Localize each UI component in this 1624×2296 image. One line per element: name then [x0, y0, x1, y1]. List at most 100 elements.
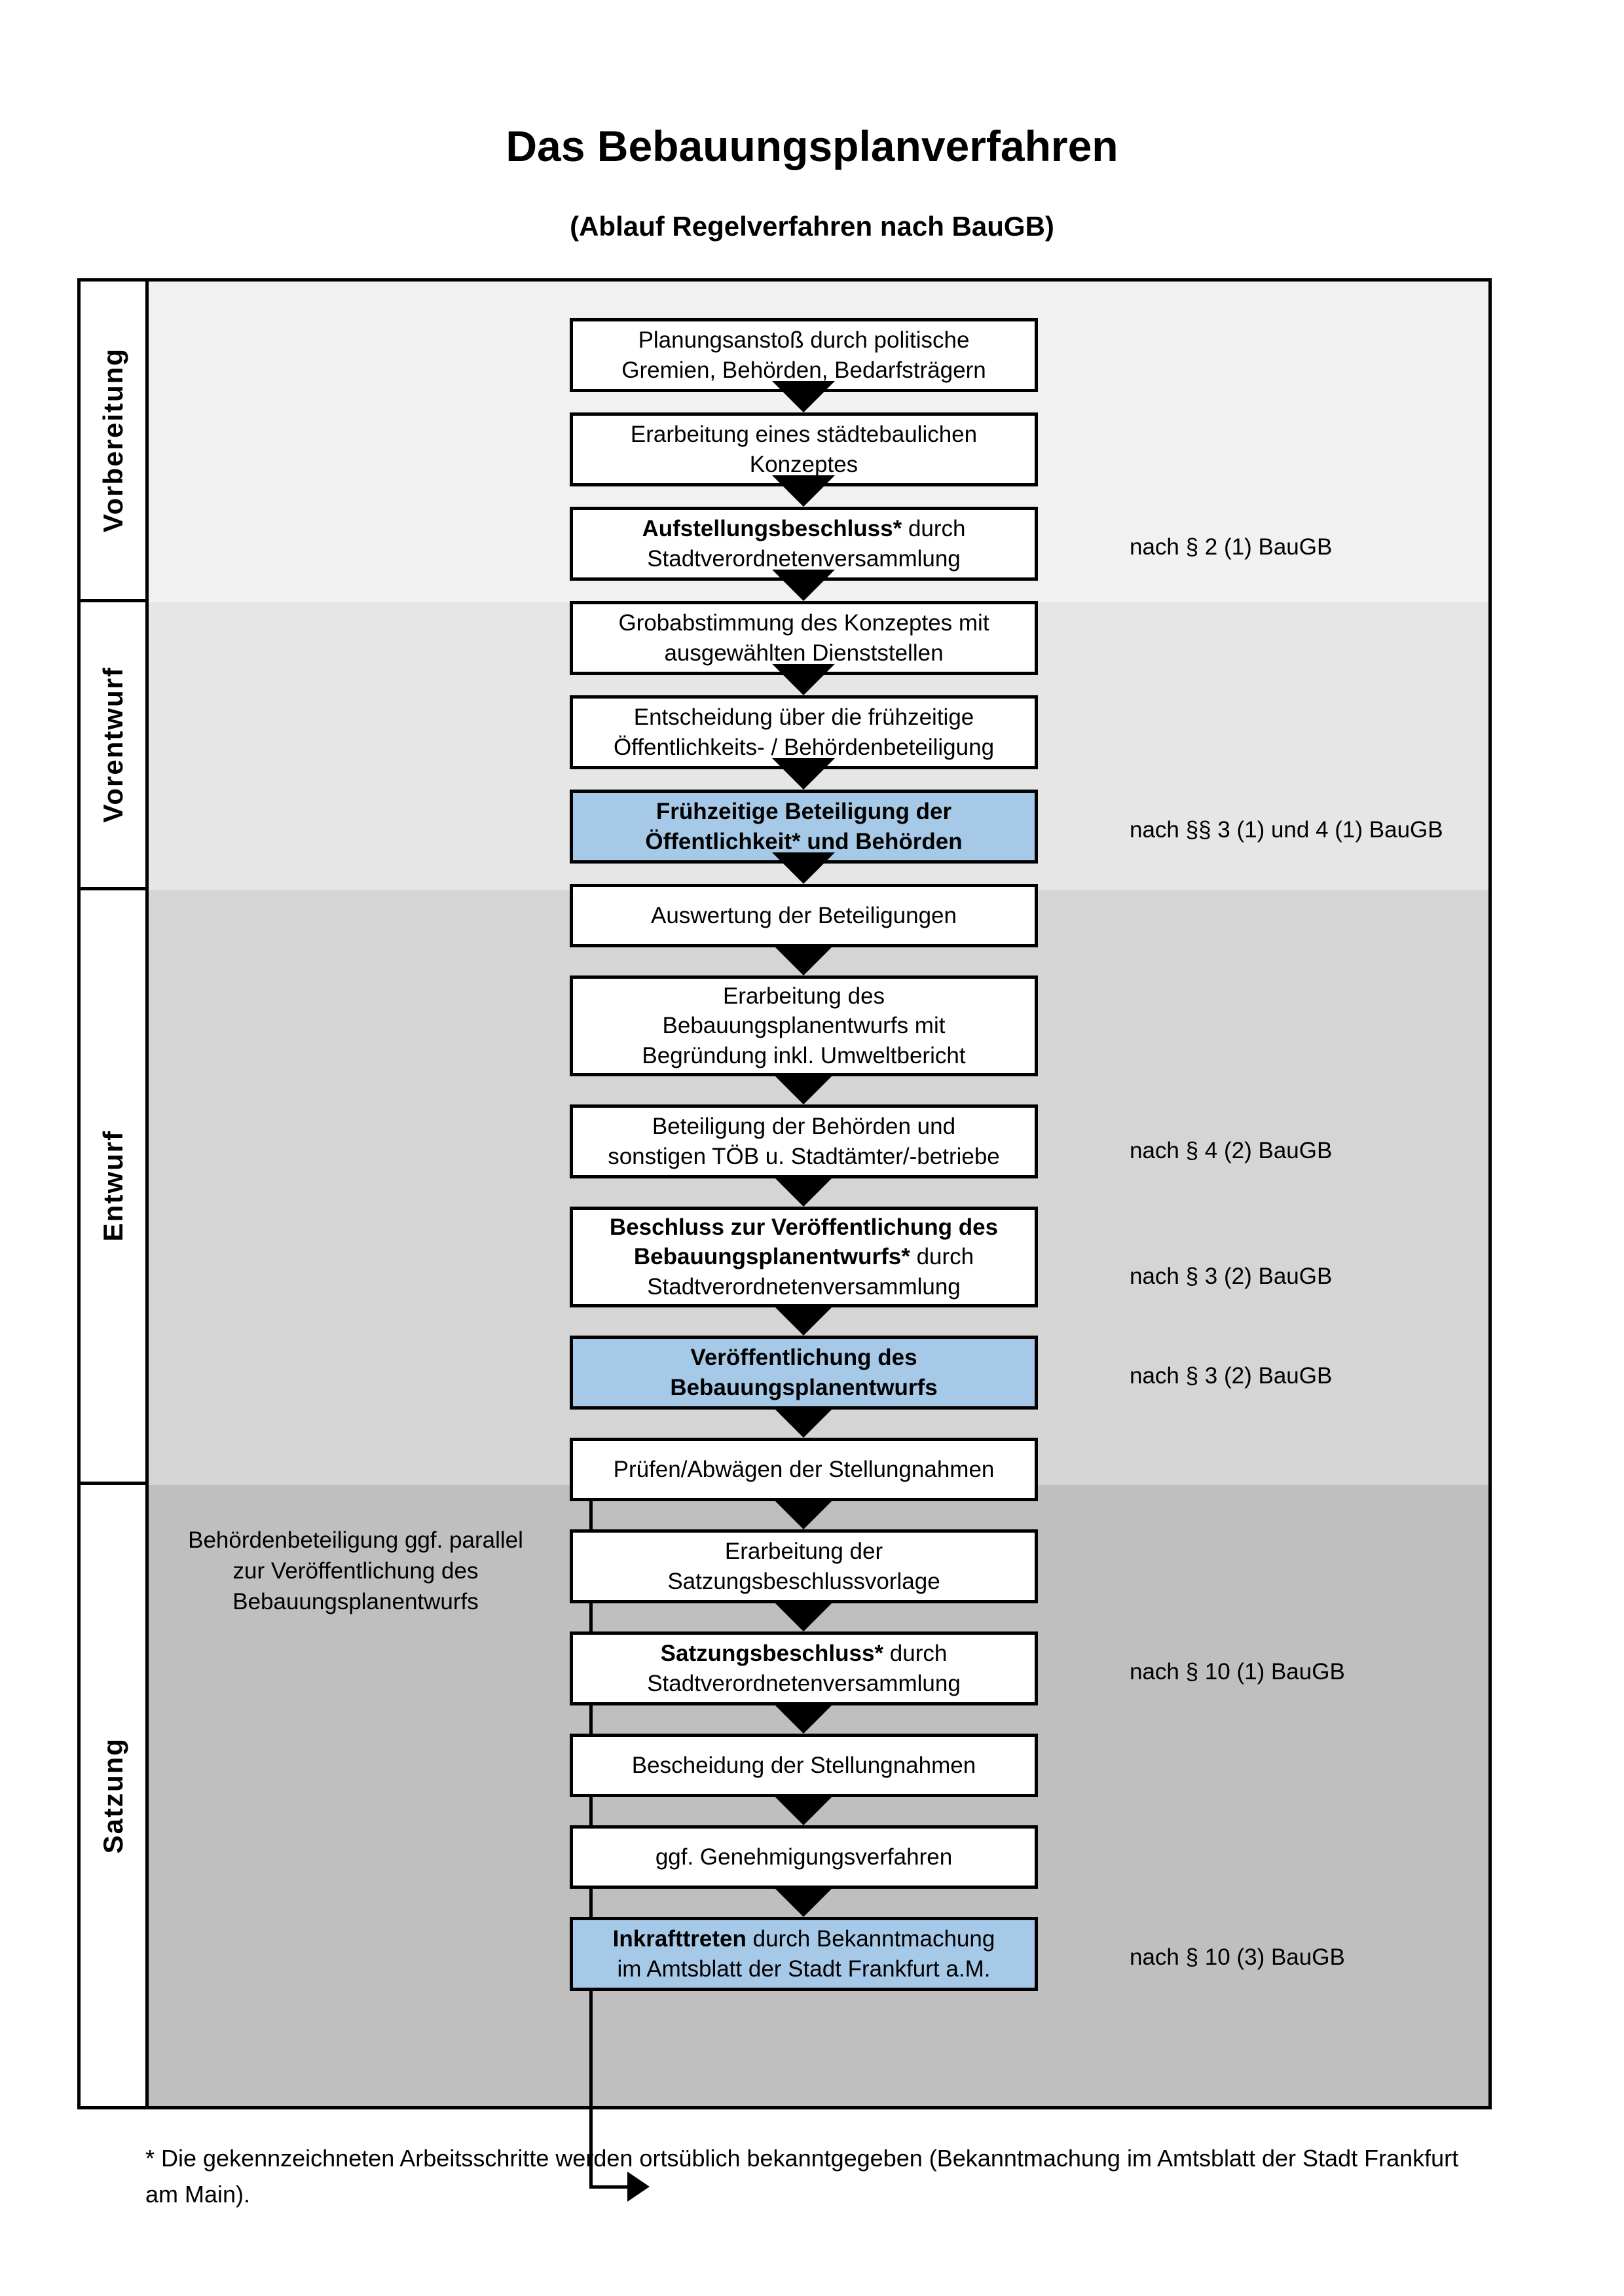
stage-cell-entwurf: Entwurf	[81, 890, 145, 1485]
stage-label-column: Vorbereitung Vorentwurf Entwurf Satzung	[81, 282, 149, 2106]
node-beteiligung-behoerden-line-1: Beteiligung der Behörden und	[652, 1114, 956, 1139]
arrow-down-icon-11	[772, 1406, 835, 1438]
node-bescheidung[interactable]: Bescheidung der Stellungnahmen	[570, 1734, 1038, 1797]
node-beschluss-rest-2: durch	[910, 1244, 974, 1270]
side-note-line-1: Behördenbeteiligung	[188, 1527, 399, 1553]
law-ref-par10-1: nach § 10 (1) BauGB	[1130, 1659, 1345, 1685]
node-satzungsbeschluss-line-2: Stadtverordnetenversammlung	[647, 1670, 961, 1696]
node-fruehzeitige-bold-2: Öffentlichkeit* und Behörden	[645, 828, 963, 854]
node-erarbeitung-entwurf[interactable]: Erarbeitung des Bebauungsplanentwurfs mi…	[570, 975, 1038, 1076]
node-satzungsvorlage-line-1: Erarbeitung der	[724, 1539, 883, 1564]
node-inkrafttreten-bold: Inkrafttreten	[612, 1926, 747, 1952]
node-auswertung-line-1: Auswertung der Beteiligungen	[651, 902, 957, 928]
node-aufstellungsbeschluss-bold: Aufstellungsbeschluss*	[642, 516, 902, 541]
node-bescheidung-line-1: Bescheidung der Stellungnahmen	[631, 1752, 976, 1778]
law-ref-par3-1-4-1: nach §§ 3 (1) und 4 (1) BauGB	[1130, 817, 1443, 843]
node-pruefen-line-1: Prüfen/Abwägen der Stellungnahmen	[613, 1456, 995, 1482]
law-ref-par2: nach § 2 (1) BauGB	[1130, 534, 1333, 560]
law-ref-par3-2-b: nach § 3 (2) BauGB	[1130, 1363, 1333, 1389]
flowchart-frame: Vorbereitung Vorentwurf Entwurf Satzung …	[77, 278, 1492, 2202]
side-note-line-3: Veröffentlichung des	[270, 1558, 479, 1584]
stage-label-vorbereitung: Vorbereitung	[97, 348, 128, 533]
arrow-down-icon-9	[772, 1175, 835, 1207]
law-ref-par4-2: nach § 4 (2) BauGB	[1130, 1138, 1333, 1163]
node-satzungsbeschluss-rest: durch	[883, 1641, 948, 1666]
node-satzungsbeschluss-bold: Satzungsbeschluss*	[660, 1641, 884, 1666]
node-genehmigungsverfahren[interactable]: ggf. Genehmigungsverfahren	[570, 1825, 1038, 1889]
arrow-down-icon-6	[772, 852, 835, 884]
node-satzungsvorlage-line-2: Satzungsbeschlussvorlage	[667, 1568, 940, 1594]
arrow-down-icon-10	[772, 1304, 835, 1336]
arrow-down-icon-7	[772, 944, 835, 975]
side-note-line-4: Bebauungsplanentwurfs	[232, 1588, 479, 1614]
page-title: Das Bebauungsplanverfahren	[506, 122, 1118, 170]
stage-cell-vorbereitung: Vorbereitung	[81, 282, 145, 602]
arrow-down-icon-5	[772, 758, 835, 790]
node-fruehzeitige-bold-1: Frühzeitige Beteiligung der	[655, 799, 952, 824]
arrow-down-icon-2	[772, 475, 835, 507]
node-beteiligung-behoerden-line-2: sonstigen TÖB u. Stadtämter/-betriebe	[608, 1143, 1000, 1169]
law-ref-par3-2-a: nach § 3 (2) BauGB	[1130, 1264, 1333, 1289]
node-genehmigung-line-1: ggf. Genehmigungsverfahren	[655, 1844, 953, 1870]
node-beschluss-veroeffentlichung[interactable]: Beschluss zur Veröffentlichung des Bebau…	[570, 1207, 1038, 1307]
node-fruehzeitige-beteiligung[interactable]: Frühzeitige Beteiligung der Öffentlichke…	[570, 790, 1038, 864]
node-aufstellungsbeschluss-line-2: Stadtverordnetenversammlung	[647, 545, 961, 572]
arrow-down-icon-16	[772, 1886, 835, 1917]
stage-label-satzung: Satzung	[97, 1737, 128, 1854]
node-satzungsbeschlussvorlage[interactable]: Erarbeitung der Satzungsbeschlussvorlage	[570, 1529, 1038, 1603]
parallel-connector-arrowhead-icon	[627, 2172, 650, 2202]
arrow-down-icon-3	[772, 570, 835, 601]
arrow-down-icon-13	[772, 1600, 835, 1631]
node-grobabstimmung-line-1: Grobabstimmung des Konzeptes mit	[618, 610, 989, 636]
parallel-connector-vertical-segment	[589, 1448, 593, 2189]
arrow-down-icon-14	[772, 1702, 835, 1734]
arrow-down-icon-15	[772, 1794, 835, 1825]
node-konzept-line-2: Konzeptes	[749, 451, 858, 477]
side-note-line-2: ggf. parallel zur	[232, 1527, 523, 1584]
node-beteiligung-behoerden[interactable]: Beteiligung der Behörden und sonstigen T…	[570, 1104, 1038, 1178]
node-inkrafttreten-line-2: im Amtsblatt der Stadt Frankfurt a.M.	[617, 1956, 991, 1982]
node-fruehzeitige-line-2: Öffentlichkeit* und Behörden	[645, 827, 962, 857]
node-entscheidung-line-1: Entscheidung über die frühzeitige	[633, 704, 974, 730]
page-subtitle: (Ablauf Regelverfahren nach BauGB)	[570, 211, 1054, 242]
node-aufstellungsbeschluss[interactable]: Aufstellungsbeschluss* durch Stadtverord…	[570, 507, 1038, 581]
node-beschluss-line-3: Stadtverordnetenversammlung	[647, 1273, 961, 1300]
node-satzungsbeschluss-line-1: Satzungsbeschluss* durch	[647, 1639, 961, 1669]
arrow-down-icon-8	[772, 1073, 835, 1104]
stage-label-vorentwurf: Vorentwurf	[97, 666, 128, 823]
node-inkrafttreten-rest: durch Bekanntmachung	[746, 1926, 995, 1952]
node-konzept[interactable]: Erarbeitung eines städtebaulichen Konzep…	[570, 412, 1038, 486]
node-auswertung[interactable]: Auswertung der Beteiligungen	[570, 884, 1038, 947]
node-veroeffentlichung[interactable]: Veröffentlichung des Bebauungsplanentwur…	[570, 1336, 1038, 1410]
node-beschluss-line-1: Beschluss zur Veröffentlichung des	[610, 1212, 998, 1243]
stage-cell-vorentwurf: Vorentwurf	[81, 602, 145, 890]
node-beschluss-line-2: Bebauungsplanentwurfs* durch	[610, 1242, 998, 1272]
node-veroeffentlichung-bold-1: Veröffentlichung des	[690, 1345, 917, 1370]
node-satzungsbeschluss[interactable]: Satzungsbeschluss* durch Stadtverordnete…	[570, 1631, 1038, 1705]
footnote-text: * Die gekennzeichneten Arbeitsschritte w…	[145, 2145, 1459, 2208]
node-fruehzeitige-line-1: Frühzeitige Beteiligung der	[645, 797, 962, 827]
node-beschluss-bold-2: Bebauungsplanentwurfs*	[633, 1244, 910, 1270]
node-planungsanstoss[interactable]: Planungsanstoß durch politische Gremien,…	[570, 318, 1038, 392]
node-veroeffentlichung-bold-2: Bebauungsplanentwurfs	[670, 1374, 938, 1400]
arrow-down-icon-4	[772, 664, 835, 695]
node-inkrafttreten[interactable]: Inkrafttreten durch Bekanntmachung im Am…	[570, 1917, 1038, 1991]
node-pruefen-abwaegen[interactable]: Prüfen/Abwägen der Stellungnahmen	[570, 1438, 1038, 1501]
node-beschluss-bold-1: Beschluss zur Veröffentlichung des	[609, 1214, 999, 1240]
node-planungsanstoss-line-2: Gremien, Behörden, Bedarfsträgern	[621, 357, 986, 383]
stage-cell-satzung: Satzung	[81, 1485, 145, 2106]
law-ref-par10-3: nach § 10 (3) BauGB	[1130, 1944, 1345, 1970]
node-planungsanstoss-line-1: Planungsanstoß durch politische	[638, 327, 970, 353]
side-note-behoerdenbeteiligung: Behördenbeteiligung ggf. parallel zur Ve…	[185, 1525, 526, 1618]
arrow-down-icon-1	[772, 381, 835, 412]
node-aufstellungsbeschluss-rest: durch	[902, 516, 966, 541]
node-aufstellungsbeschluss-line-1: Aufstellungsbeschluss* durch	[642, 514, 965, 544]
stage-label-entwurf: Entwurf	[97, 1130, 128, 1242]
node-inkrafttreten-line-1: Inkrafttreten durch Bekanntmachung	[613, 1924, 995, 1954]
node-erarbeitung-entwurf-line-2: Bebauungsplanentwurfs mit	[662, 1013, 946, 1039]
arrow-down-icon-12	[772, 1498, 835, 1529]
node-veroeffentlichung-line-1: Veröffentlichung des	[670, 1343, 937, 1373]
parallel-connector-bottom-segment	[589, 2185, 630, 2189]
node-veroeffentlichung-line-2: Bebauungsplanentwurfs	[670, 1373, 937, 1403]
node-konzept-line-1: Erarbeitung eines städtebaulichen	[630, 422, 978, 447]
